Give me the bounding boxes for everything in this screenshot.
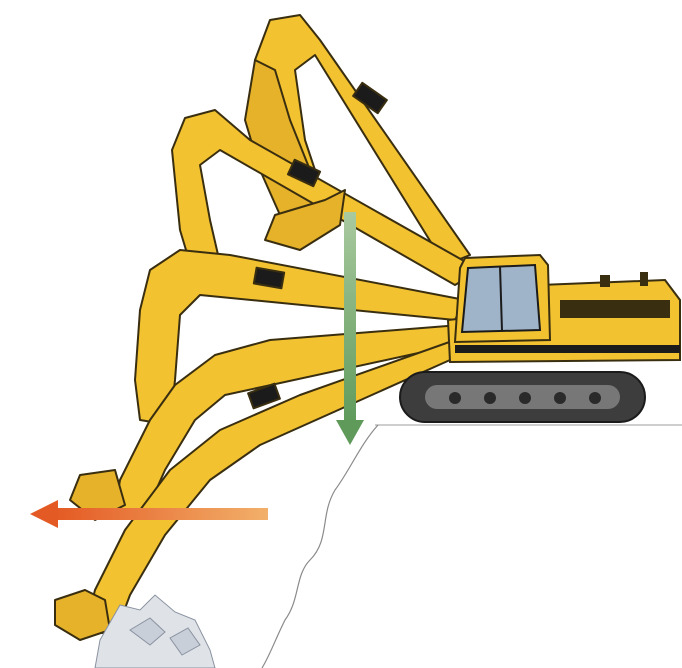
body-stripe (455, 345, 680, 353)
engine-grille (560, 300, 670, 318)
slope-line (262, 425, 378, 668)
